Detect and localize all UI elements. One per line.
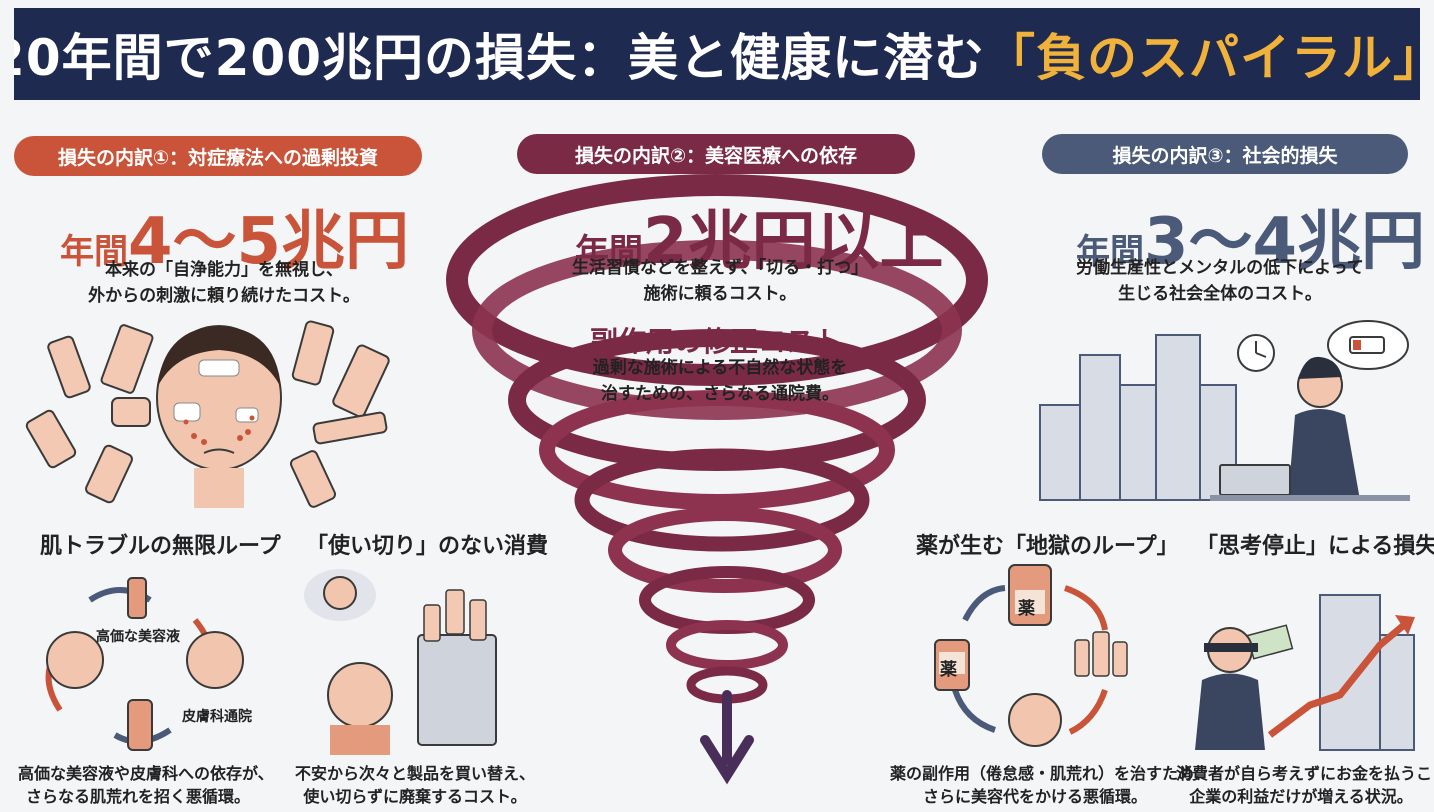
right-sub2-desc: 消費者が自ら考えずにお金を払うことで 企業の利益だけが増える状況。 bbox=[1176, 762, 1434, 808]
right-desc-line1: 労働生産性とメンタルの低下によって bbox=[1076, 258, 1364, 278]
left-description: 本来の「自浄能力」を無視し、 外からの刺激に頼り続けたコスト。 bbox=[14, 258, 434, 309]
left-sub2-desc-line1: 不安から次々と製品を買い替え、 bbox=[294, 764, 535, 783]
title-accent: 「負のスパイラル」 bbox=[984, 29, 1420, 87]
left-sub2-desc-line2: 使い切らずに廃棄するコスト。 bbox=[303, 787, 527, 807]
middle-sub-desc-line2: 治すための、さらなる通院費。 bbox=[601, 383, 839, 404]
right-sub1-desc: 薬の副作用（倦怠感・肌荒れ）を治すため、 さらに美容代をかける悪循環。 bbox=[890, 762, 1211, 808]
left-amount: 年間 4〜5兆円 bbox=[60, 190, 409, 282]
left-sub1-label-b: 皮膚科通院 bbox=[182, 709, 252, 725]
left-category-pill: 損失の内訳①：対症療法への過剰投資 bbox=[14, 136, 422, 176]
office-worker-illustration bbox=[1039, 320, 1410, 501]
middle-sub-title: 副作用の修正コスト bbox=[590, 325, 843, 358]
money-icon bbox=[1246, 624, 1294, 660]
title-main: 20年間で200兆円の損失：美と健康に潜む bbox=[14, 29, 985, 87]
right-amount-prefix: 年間 bbox=[1076, 232, 1144, 272]
page-title: 20年間で200兆円の損失：美と健康に潜む「負のスパイラル」 bbox=[14, 8, 1420, 100]
middle-desc-line2: 施術に頼るコスト。 bbox=[643, 283, 797, 304]
skin-trouble-illustration bbox=[25, 320, 390, 508]
right-pill-label: 損失の内訳③：社会的損失 bbox=[1112, 144, 1338, 167]
left-desc-line1: 本来の「自浄能力」を無視し、 bbox=[105, 260, 343, 280]
left-desc-line2: 外からの刺激に頼り続けたコスト。 bbox=[88, 285, 360, 306]
middle-sub-desc-line1: 過剰な施術による不自然な状態を bbox=[592, 358, 848, 378]
left-sub1-desc: 高価な美容液や皮膚科への依存が、 さらなる肌荒れを招く悪循環。 bbox=[18, 762, 274, 808]
cosmetic-bottles bbox=[25, 320, 390, 508]
thought-stop-illustration bbox=[1195, 594, 1415, 751]
face-icon bbox=[156, 325, 282, 508]
middle-category-pill: 損失の内訳②：美容医療への依存 bbox=[517, 134, 915, 174]
right-amount-value: 3〜4兆円 bbox=[1144, 205, 1426, 279]
left-sub1-desc-line2: さらなる肌荒れを招く悪循環。 bbox=[25, 787, 250, 807]
middle-description: 生活習慣などを整えず、「切る・打つ」 施術に頼るコスト。 bbox=[560, 256, 880, 307]
medicine-pill-label-left: 薬 bbox=[940, 660, 957, 680]
left-amount-prefix: 年間 bbox=[60, 232, 128, 272]
left-sub1-desc-line1: 高価な美容液や皮膚科への依存が、 bbox=[18, 764, 274, 783]
middle-amount: 年間 2兆円以上 bbox=[575, 190, 944, 282]
middle-desc-line1: 生活習慣などを整えず、「切る・打つ」 bbox=[571, 258, 869, 278]
left-amount-value: 4〜5兆円 bbox=[128, 205, 410, 279]
middle-amount-prefix: 年間 bbox=[575, 232, 643, 272]
waste-bin-illustration bbox=[304, 569, 497, 755]
left-sub2-title: 「使い切り」のない消費 bbox=[306, 534, 549, 559]
medicine-loop-cycle bbox=[934, 564, 1128, 747]
right-amount: 年間 3〜4兆円 bbox=[1076, 190, 1425, 282]
right-sub2-desc-line2: 企業の利益だけが増える状況。 bbox=[1189, 787, 1413, 807]
left-sub1-label-a: 高価な美容液 bbox=[96, 629, 180, 645]
middle-sub-description: 過剰な施術による不自然な状態を 治すための、さらなる通院費。 bbox=[560, 356, 880, 407]
left-pill-label: 損失の内訳①：対症療法への過剰投資 bbox=[57, 146, 379, 169]
middle-amount-value: 2兆円以上 bbox=[643, 205, 944, 279]
left-sub1-title: 肌トラブルの無限ループ bbox=[40, 534, 281, 559]
right-sub1-desc-line2: さらに美容代をかける悪循環。 bbox=[922, 787, 1147, 807]
right-sub2-title: 「思考停止」による損失 bbox=[1196, 534, 1434, 559]
middle-pill-label: 損失の内訳②：美容医療への依存 bbox=[574, 144, 858, 167]
right-sub1-title: 薬が生む「地獄のループ」 bbox=[916, 534, 1179, 559]
right-sub1-desc-line1: 薬の副作用（倦怠感・肌荒れ）を治すため、 bbox=[890, 764, 1211, 783]
left-sub2-desc: 不安から次々と製品を買い替え、 使い切らずに廃棄するコスト。 bbox=[290, 762, 540, 808]
right-sub2-desc-line1: 消費者が自ら考えずにお金を払うことで bbox=[1176, 764, 1434, 783]
right-description: 労働生産性とメンタルの低下によって 生じる社会全体のコスト。 bbox=[1020, 256, 1420, 307]
negative-spiral-tornado bbox=[446, 174, 988, 785]
medicine-pill-label-top: 薬 bbox=[1018, 599, 1035, 619]
skin-loop-cycle bbox=[45, 577, 244, 751]
right-desc-line2: 生じる社会全体のコスト。 bbox=[1118, 283, 1322, 304]
right-category-pill: 損失の内訳③：社会的損失 bbox=[1042, 134, 1408, 174]
